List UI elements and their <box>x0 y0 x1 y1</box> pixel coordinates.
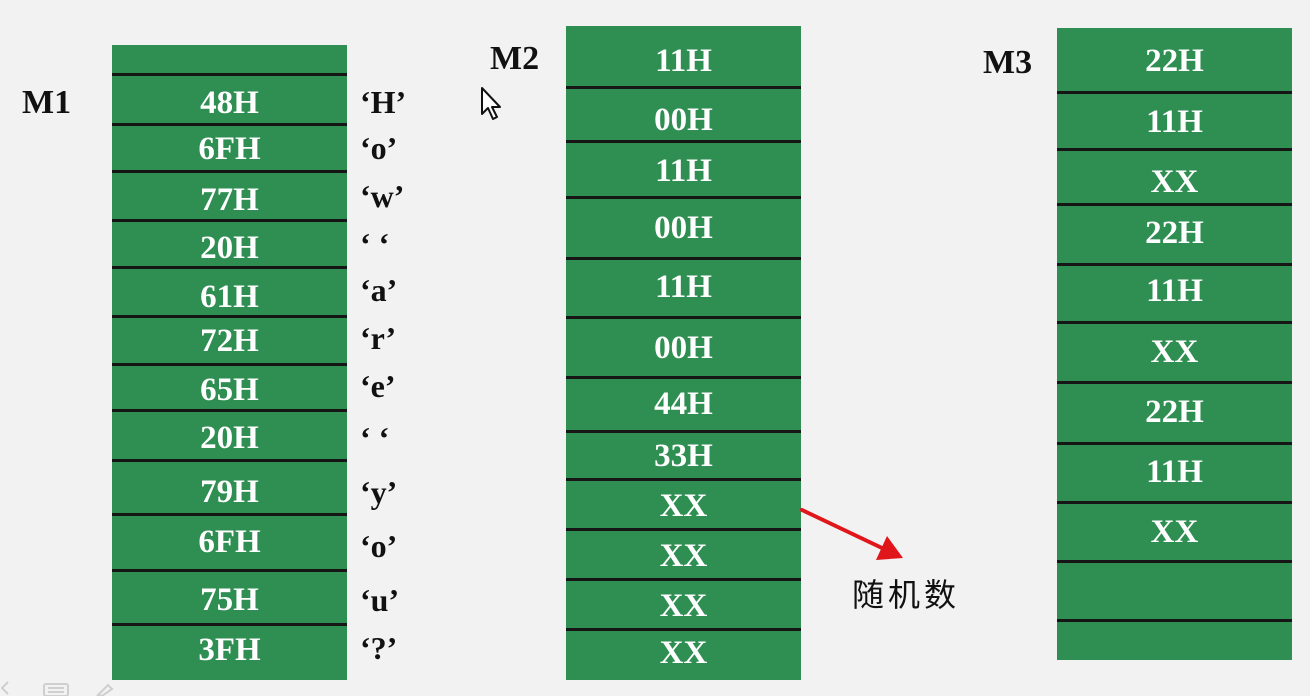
m1-divider <box>112 315 347 318</box>
menu-icon[interactable] <box>43 683 69 696</box>
m3-cell: XX <box>1150 333 1199 370</box>
m1-char: ‘?’ <box>360 630 398 666</box>
m1-char: ‘ ‘ <box>360 226 390 262</box>
m2-cell: XX <box>659 537 708 574</box>
m1-cell: 48H <box>200 84 259 121</box>
m2-label: M2 <box>490 40 540 77</box>
m1-divider <box>112 219 347 222</box>
m2-cell: 00H <box>654 101 713 138</box>
m3-divider <box>1057 381 1292 384</box>
m1-cell: 75H <box>200 581 259 618</box>
m2-cell: XX <box>659 587 708 624</box>
m2-divider <box>566 578 801 581</box>
m1-char: ‘ ‘ <box>360 420 390 456</box>
m3-memory-column: 22H 11H XX 22H 11H XX 22H 11H XX <box>1057 28 1292 660</box>
m2-cell: XX <box>659 487 708 524</box>
m2-cell: 11H <box>655 152 712 189</box>
m1-char: ‘H’ <box>360 84 407 120</box>
m1-divider <box>112 623 347 626</box>
m2-divider <box>566 140 801 143</box>
m1-cell: 61H <box>200 278 259 315</box>
m3-divider <box>1057 91 1292 94</box>
m3-divider <box>1057 263 1292 266</box>
m1-cell: 72H <box>200 322 259 359</box>
m2-divider <box>566 628 801 631</box>
m3-cell: 11H <box>1146 272 1203 309</box>
m1-char: ‘w’ <box>360 178 405 214</box>
m1-divider <box>112 409 347 412</box>
slideshow-toolbar <box>0 681 114 696</box>
m3-cell: XX <box>1150 163 1199 200</box>
back-arrow-icon[interactable] <box>0 681 9 695</box>
m1-cell: 3FH <box>198 631 261 668</box>
m1-divider <box>112 363 347 366</box>
m1-divider <box>112 266 347 269</box>
m1-divider <box>112 513 347 516</box>
m3-divider <box>1057 203 1292 206</box>
m1-cell: 65H <box>200 371 259 408</box>
m1-char: ‘a’ <box>360 272 398 308</box>
m2-divider <box>566 86 801 89</box>
m3-cell: 22H <box>1145 214 1204 251</box>
m2-divider <box>566 376 801 379</box>
pen-icon[interactable] <box>96 683 114 696</box>
m1-divider <box>112 73 347 76</box>
random-number-annotation: 随机数 <box>852 576 961 614</box>
m1-cell: 20H <box>200 419 259 456</box>
m2-memory-column: 11H 00H 11H 00H 11H 00H 44H 33H XX XX XX… <box>566 26 801 680</box>
m2-cell: 11H <box>655 42 712 79</box>
m2-cell: 33H <box>654 437 713 474</box>
m3-divider <box>1057 619 1292 622</box>
m3-cell: XX <box>1150 513 1199 550</box>
m2-cell: 00H <box>654 329 713 366</box>
m3-cell: 11H <box>1146 103 1203 140</box>
m1-char: ‘r’ <box>360 320 397 356</box>
m3-divider <box>1057 560 1292 563</box>
m2-divider <box>566 478 801 481</box>
m1-char: ‘o’ <box>360 528 398 564</box>
m1-cell: 6FH <box>198 523 261 560</box>
pointer-arrow-shaft <box>800 508 884 550</box>
m2-cell: 44H <box>654 385 713 422</box>
mouse-cursor-icon <box>481 87 501 120</box>
m1-cell: 77H <box>200 181 259 218</box>
m2-cell: 00H <box>654 209 713 246</box>
m2-divider <box>566 430 801 433</box>
m3-divider <box>1057 148 1292 151</box>
m3-label: M3 <box>983 44 1033 81</box>
m1-memory-column: 48H 6FH 77H 20H 61H 72H 65H 20H 79H 6FH … <box>112 45 347 680</box>
m2-divider <box>566 196 801 199</box>
m2-divider <box>566 528 801 531</box>
m3-divider <box>1057 321 1292 324</box>
m1-char: ‘u’ <box>360 582 400 618</box>
m1-label: M1 <box>22 84 72 121</box>
m1-divider <box>112 459 347 462</box>
m1-cell: 20H <box>200 229 259 266</box>
m3-divider <box>1057 442 1292 445</box>
m3-cell: 22H <box>1145 393 1204 430</box>
m1-divider <box>112 170 347 173</box>
m1-cell: 6FH <box>198 130 261 167</box>
m2-divider <box>566 257 801 260</box>
m1-char: ‘o’ <box>360 130 398 166</box>
m1-char: ‘y’ <box>360 474 398 510</box>
m2-cell: 11H <box>655 268 712 305</box>
m3-cell: 22H <box>1145 42 1204 79</box>
m1-divider <box>112 123 347 126</box>
m2-cell: XX <box>659 634 708 671</box>
m2-divider <box>566 316 801 319</box>
m1-divider <box>112 569 347 572</box>
m3-divider <box>1057 501 1292 504</box>
pointer-arrow-head <box>876 536 903 560</box>
m1-char: ‘e’ <box>360 368 396 404</box>
m3-cell: 11H <box>1146 453 1203 490</box>
m1-cell: 79H <box>200 473 259 510</box>
